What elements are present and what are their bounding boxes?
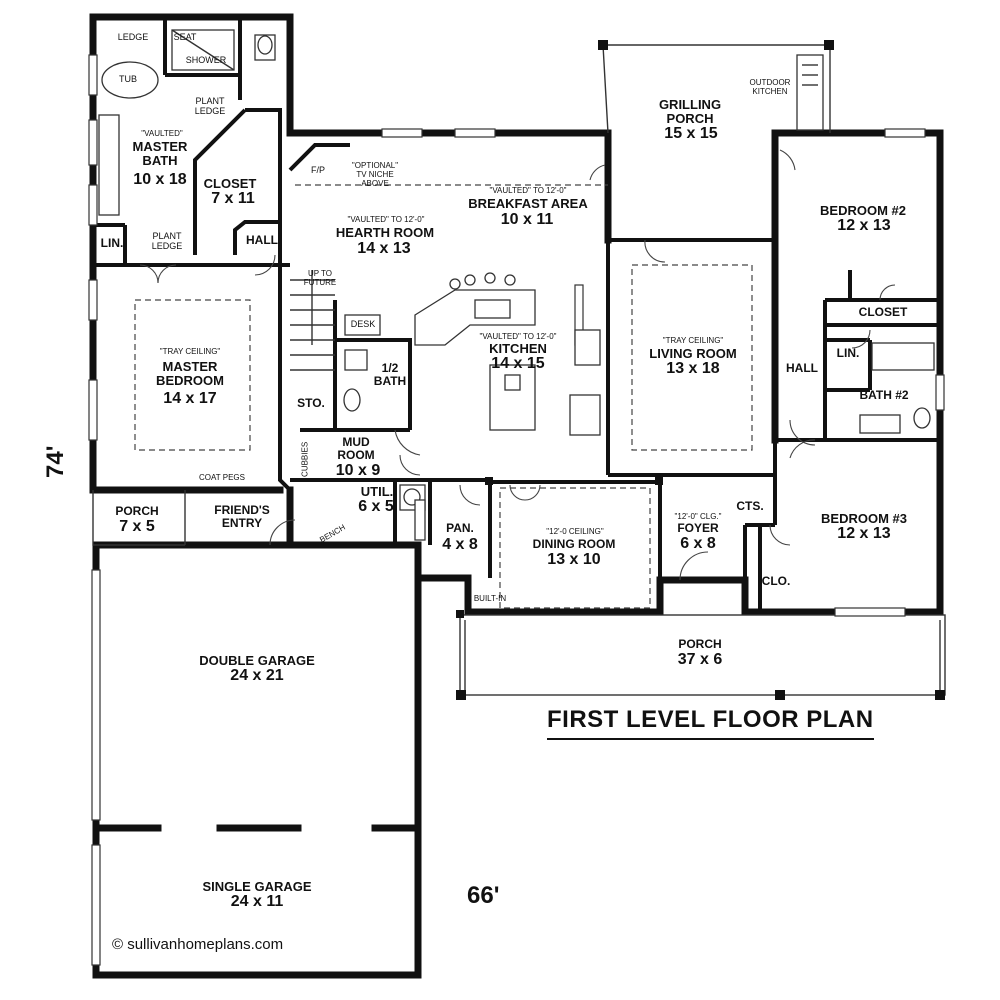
living-room-name: LIVING ROOM bbox=[649, 346, 737, 361]
mud-room-name: MUD ROOM bbox=[337, 435, 375, 463]
breakfast-note: "VAULTED" TO 12'-0" bbox=[489, 186, 567, 195]
master-bath-note: "VAULTED" bbox=[141, 129, 183, 138]
master-bedroom-name: MASTER BEDROOM bbox=[156, 359, 224, 389]
bedroom-3-dim: 12 x 13 bbox=[837, 525, 891, 542]
coat-pegs-label: COAT PEGS bbox=[199, 473, 245, 482]
seat-label: SEAT bbox=[173, 32, 197, 42]
plant-ledge-label-2: PLANT LEDGE bbox=[151, 231, 183, 251]
kitchen-note: "VAULTED" TO 12'-0" bbox=[479, 332, 557, 341]
bedroom-2-dim: 12 x 13 bbox=[837, 217, 891, 234]
master-bath-dim: 10 x 18 bbox=[133, 171, 187, 188]
breakfast-dim: 10 x 11 bbox=[500, 211, 554, 228]
fireplace-label: F/P bbox=[310, 165, 326, 175]
half-bath-name: 1/2 BATH bbox=[373, 361, 407, 389]
pantry-dim: 4 x 8 bbox=[442, 536, 478, 553]
windows bbox=[88, 54, 945, 966]
outdoor-kitchen-label: OUTDOOR KITCHEN bbox=[749, 78, 791, 96]
linen-label-1: LIN. bbox=[100, 236, 124, 250]
living-room-dim: 13 x 18 bbox=[666, 360, 720, 377]
grilling-porch-name: GRILLING PORCH bbox=[658, 97, 722, 127]
master-bath-name: MASTER BATH bbox=[132, 139, 188, 169]
single-garage-dim: 24 x 11 bbox=[230, 893, 284, 910]
ledge-label: LEDGE bbox=[117, 32, 149, 42]
breakfast-name: BREAKFAST AREA bbox=[468, 196, 588, 211]
foyer-dim: 6 x 8 bbox=[680, 535, 716, 552]
coats-label: CTS. bbox=[736, 499, 764, 513]
closet-2-label: CLOSET bbox=[858, 305, 908, 319]
single-garage-name: SINGLE GARAGE bbox=[202, 879, 312, 894]
util-dim: 6 x 5 bbox=[358, 498, 394, 515]
double-garage-dim: 24 x 21 bbox=[230, 667, 284, 684]
pantry-name: PAN. bbox=[446, 521, 474, 535]
hearth-room-name: HEARTH ROOM bbox=[335, 225, 435, 240]
shower-label: SHOWER bbox=[185, 55, 227, 65]
closet-name: CLOSET bbox=[203, 176, 257, 191]
interior-walls bbox=[93, 17, 940, 612]
foyer-note: "12'-0" CLG." bbox=[674, 512, 722, 521]
front-porch-dim: 37 x 6 bbox=[677, 651, 723, 668]
storage-label: STO. bbox=[297, 396, 325, 410]
bath-2-label: BATH #2 bbox=[859, 388, 909, 402]
foyer-name: FOYER bbox=[677, 521, 719, 535]
living-room-note: "TRAY CEILING" bbox=[662, 336, 724, 345]
porch-small-name: PORCH bbox=[115, 504, 159, 518]
bedroom-2-name: BEDROOM #2 bbox=[820, 203, 906, 218]
dining-room-name: DINING ROOM bbox=[532, 537, 616, 551]
cubbies-label: CUBBIES bbox=[300, 441, 310, 477]
hall-label-1: HALL bbox=[246, 233, 278, 247]
mud-room-dim: 10 x 9 bbox=[335, 462, 381, 479]
double-garage-name: DOUBLE GARAGE bbox=[199, 653, 315, 668]
up-to-future-label: UP TO FUTURE bbox=[303, 269, 337, 287]
kitchen-name: KITCHEN bbox=[489, 341, 547, 356]
hearth-room-dim: 14 x 13 bbox=[357, 240, 411, 257]
doors bbox=[139, 149, 896, 581]
grilling-porch-dim: 15 x 15 bbox=[664, 125, 718, 142]
ceiling-outlines bbox=[134, 184, 753, 609]
master-bedroom-dim: 14 x 17 bbox=[163, 390, 217, 407]
width-dimension: 66' bbox=[467, 882, 500, 909]
plant-ledge-label-1: PLANT LEDGE bbox=[194, 96, 226, 116]
depth-dimension: 74' bbox=[42, 445, 69, 478]
plan-title: FIRST LEVEL FLOOR PLAN bbox=[547, 706, 874, 740]
front-porch-name: PORCH bbox=[678, 637, 722, 651]
util-name: UTIL. bbox=[360, 484, 394, 499]
front-porch-outline bbox=[456, 477, 946, 700]
closet-3-label: CLO. bbox=[761, 574, 791, 588]
fixtures bbox=[98, 29, 935, 541]
kitchen-dim: 14 x 15 bbox=[491, 355, 545, 372]
desk-label: DESK bbox=[350, 319, 376, 329]
built-in-label: BUILT-IN bbox=[473, 594, 507, 603]
hall-label-2: HALL bbox=[786, 361, 818, 375]
side-porch-outline bbox=[92, 490, 186, 546]
dining-room-note: "12'-0 CEILING" bbox=[546, 527, 604, 536]
hearth-room-note: "VAULTED" TO 12'-0" bbox=[347, 215, 425, 224]
friends-entry-label: FRIEND'S ENTRY bbox=[214, 503, 270, 531]
tv-niche-note: "OPTIONAL" TV NICHE ABOVE bbox=[351, 161, 399, 188]
grilling-porch-outline bbox=[598, 40, 834, 134]
linen-label-2: LIN. bbox=[836, 346, 860, 360]
closet-dim: 7 x 11 bbox=[211, 190, 255, 207]
master-bedroom-note: "TRAY CEILING" bbox=[159, 347, 221, 356]
bedroom-3-name: BEDROOM #3 bbox=[821, 511, 907, 526]
dining-room-dim: 13 x 10 bbox=[547, 551, 601, 568]
tub-label: TUB bbox=[119, 74, 137, 84]
porch-small-dim: 7 x 5 bbox=[119, 518, 155, 535]
copyright-text: © sullivanhomeplans.com bbox=[112, 936, 284, 953]
